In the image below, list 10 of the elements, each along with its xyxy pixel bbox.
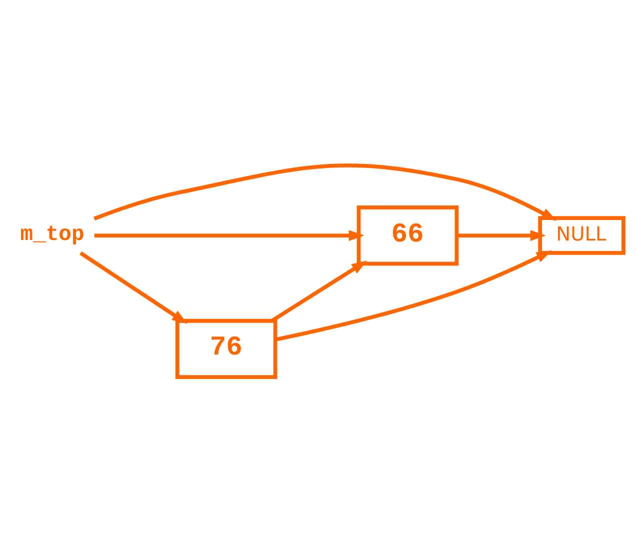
- node-box: 66: [356, 205, 459, 266]
- arrow: [457, 230, 546, 241]
- node-box: NULL: [538, 216, 626, 255]
- arrow: [275, 250, 552, 342]
- arrow: [94, 230, 364, 241]
- node-text: m_top: [20, 222, 84, 247]
- node-box: 76: [175, 318, 278, 380]
- arrow: [94, 164, 557, 221]
- arrow: [271, 260, 368, 322]
- arrow: [80, 251, 188, 324]
